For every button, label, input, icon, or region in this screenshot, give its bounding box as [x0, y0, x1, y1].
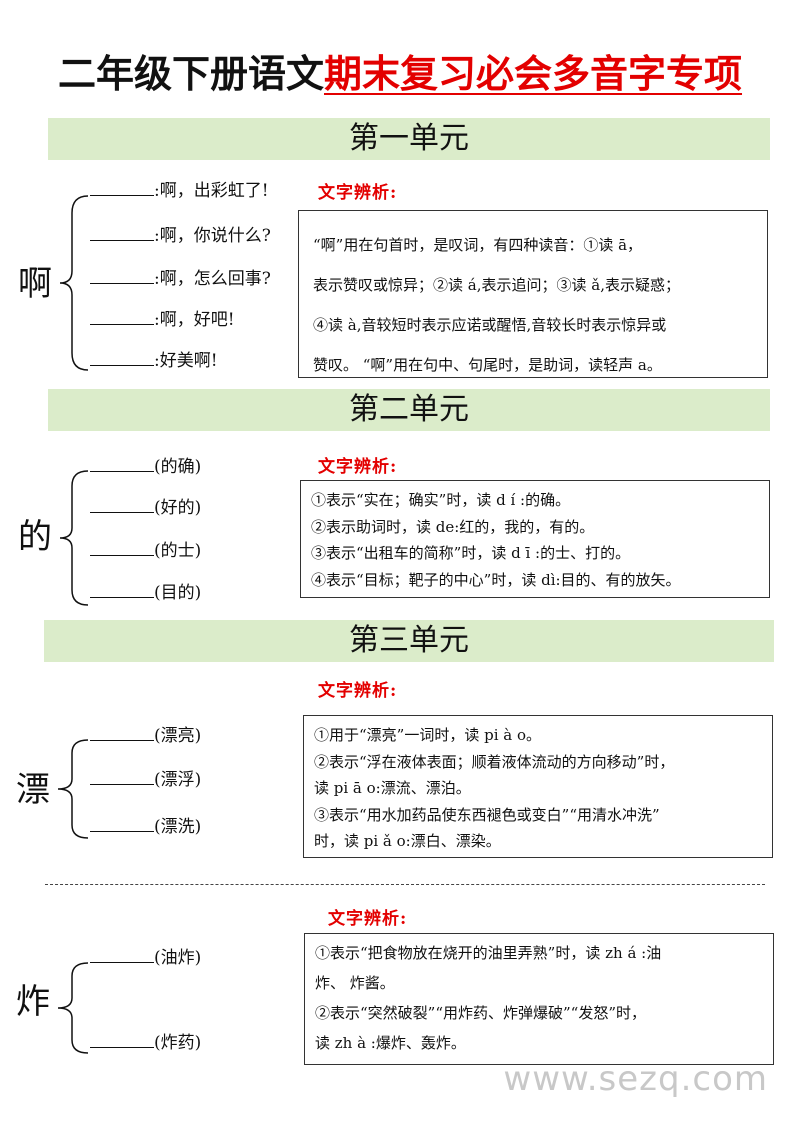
unit-2-blank-4: (目的): [90, 579, 201, 605]
answer-blank[interactable]: [90, 453, 154, 472]
title-part-1: 二年级下册语文: [57, 52, 324, 96]
unit-2-blank-2: (好的): [90, 494, 201, 520]
unit-1-blank-4: :啊，好吧!: [90, 306, 235, 332]
unit-1-char: 啊: [18, 264, 52, 304]
answer-blank[interactable]: [90, 813, 154, 832]
unit-2-blank-1: (的确): [90, 453, 201, 479]
unit-1-blank-2: :啊，你说什么?: [90, 222, 271, 248]
unit-2-char: 的: [18, 517, 52, 557]
answer-blank[interactable]: [90, 347, 154, 366]
unit-3-analysis-label: 文字辨析:: [318, 681, 398, 701]
unit-3-explanation: ①用于“漂亮”一词时，读 pi à o。 ②表示“浮在液体表面；顺着液体流动的方…: [303, 715, 773, 858]
unit-3-heading: 第三单元: [44, 620, 774, 662]
unit-4-blank-1: (油炸): [90, 944, 201, 970]
title-part-2: 期末复习必会多音字专项: [324, 52, 743, 96]
answer-blank[interactable]: [90, 177, 154, 196]
unit-2-blank-3: (的士): [90, 537, 201, 563]
watermark-text: www.sezq.com: [503, 1059, 768, 1099]
unit-3-blank-3: (漂洗): [90, 813, 201, 839]
unit-1-heading: 第一单元: [48, 118, 770, 160]
unit-3-blank-2: (漂浮): [90, 766, 201, 792]
answer-blank[interactable]: [90, 766, 154, 785]
unit-4-explanation: ①表示“把食物放在烧开的油里弄熟”时，读 zh á :油 炸、 炸酱。 ②表示“…: [304, 933, 774, 1065]
unit-2-heading: 第二单元: [48, 389, 770, 431]
unit-1-blank-5: :好美啊!: [90, 347, 218, 373]
unit-1-blank-3: :啊，怎么回事?: [90, 265, 271, 291]
answer-blank[interactable]: [90, 944, 154, 963]
unit-4-char: 炸: [16, 982, 50, 1022]
unit-3-blank-1: (漂亮): [90, 722, 201, 748]
unit-4-bracket: [57, 962, 89, 1054]
unit-3-bracket: [57, 739, 89, 839]
section-divider: [45, 884, 765, 885]
unit-4-blank-2: (炸药): [90, 1029, 201, 1055]
answer-blank[interactable]: [90, 494, 154, 513]
answer-blank[interactable]: [90, 306, 154, 325]
answer-blank[interactable]: [90, 579, 154, 598]
unit-4-analysis-label: 文字辨析:: [328, 909, 408, 929]
answer-blank[interactable]: [90, 722, 154, 741]
answer-blank[interactable]: [90, 265, 154, 284]
unit-1-bracket: [59, 195, 89, 371]
unit-2-analysis-label: 文字辨析:: [318, 457, 398, 477]
unit-2-explanation: ①表示“实在；确实”时，读 d í :的确。 ②表示助词时，读 de:红的，我的…: [300, 480, 770, 598]
answer-blank[interactable]: [90, 537, 154, 556]
answer-blank[interactable]: [90, 222, 154, 241]
unit-1-explanation: “啊”用在句首时，是叹词，有四种读音：①读 ā， 表示赞叹或惊异；②读 á,表示…: [298, 210, 768, 378]
answer-blank[interactable]: [90, 1029, 154, 1048]
unit-1-analysis-label: 文字辨析:: [318, 183, 398, 203]
unit-1-blank-1: :啊，出彩虹了!: [90, 177, 269, 203]
unit-2-bracket: [59, 470, 89, 606]
page-title: 二年级下册语文期末复习必会多音字专项: [0, 48, 800, 100]
unit-3-char: 漂: [16, 770, 50, 810]
